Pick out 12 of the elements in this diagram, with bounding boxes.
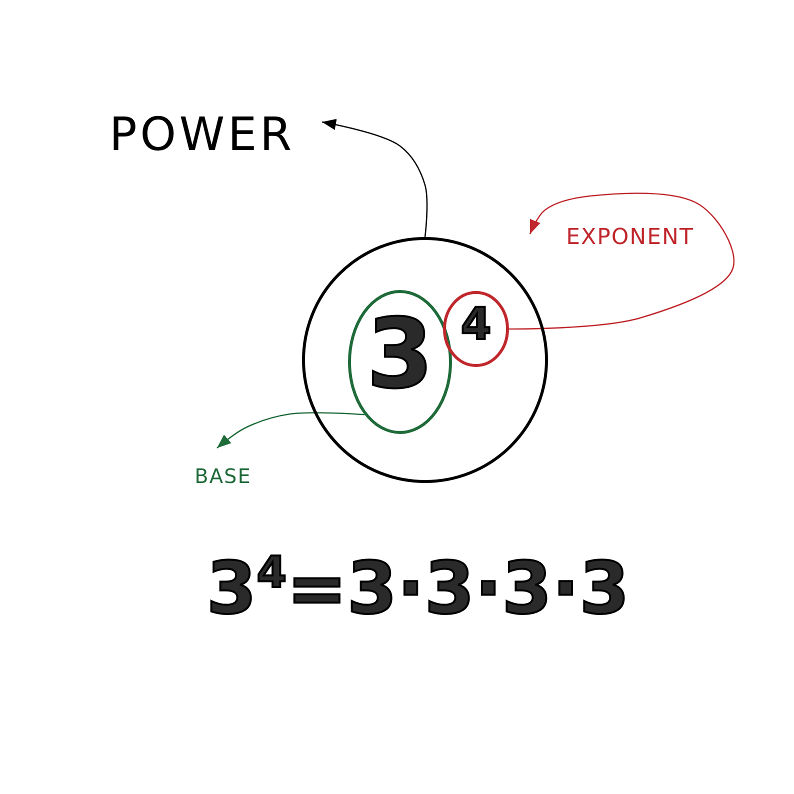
title-text: POWER [109, 111, 295, 157]
equation-text: 3$^{4}$=3·3·3·3 [206, 552, 630, 624]
arrow [509, 192, 734, 330]
digit-text: 4 [460, 303, 492, 347]
exponent-label: EXPONENT [566, 227, 694, 249]
exponent-circle [443, 291, 509, 367]
arrow [322, 119, 428, 238]
base-ellipse [348, 290, 452, 434]
arrow [216, 412, 365, 448]
digit-text: 3 [366, 306, 434, 402]
power-circle [302, 237, 548, 483]
base-label: BASE [194, 466, 252, 486]
